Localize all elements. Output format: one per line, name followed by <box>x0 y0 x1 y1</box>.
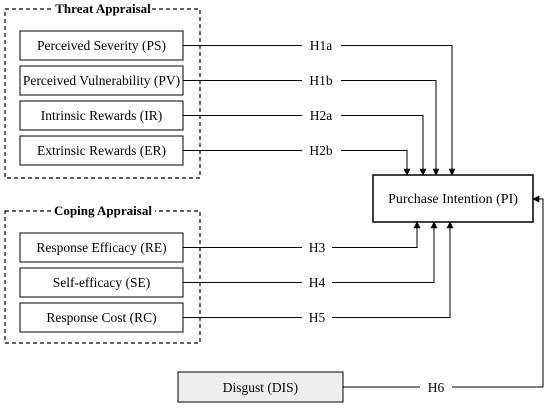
h3-label: H3 <box>309 240 326 255</box>
h2b-label: H2b <box>309 143 332 158</box>
edge-h2b <box>183 150 407 176</box>
node-se <box>19 267 184 298</box>
node-se-label: Self-efficacy (SE) <box>53 275 151 290</box>
coping-appraisal-title: Coping Appraisal <box>54 203 152 218</box>
node-dis-label: Disgust (DIS) <box>223 380 298 395</box>
node-ir-label: Intrinsic Rewards (IR) <box>41 108 162 123</box>
edge-h1b <box>183 80 436 176</box>
coping-appraisal-frame <box>4 210 201 344</box>
h1a-label: H1a <box>310 38 333 53</box>
edge-h4 <box>183 222 434 283</box>
h4-label: H4 <box>309 275 326 290</box>
h2a-label: H2a <box>310 108 333 123</box>
node-pv-label: Perceived Vulnerability (PV) <box>23 73 180 88</box>
threat-appraisal-group: Threat Appraisal Perceived Severity (PS)… <box>4 1 201 179</box>
node-pi-label: Purchase Intention (PI) <box>388 192 518 207</box>
edge-h2a <box>183 115 423 176</box>
node-ps-label: Perceived Severity (PS) <box>37 38 166 53</box>
edge-h5 <box>183 222 450 318</box>
edge-h6 <box>343 199 544 388</box>
edge-h3 <box>183 222 417 248</box>
h6-label: H6 <box>428 380 445 395</box>
edge-h1a <box>183 45 452 176</box>
coping-appraisal-group: Coping Appraisal Response Efficacy (RE) … <box>4 203 201 344</box>
node-re-label: Response Efficacy (RE) <box>36 240 166 255</box>
threat-appraisal-title: Threat Appraisal <box>55 1 151 16</box>
node-rc-label: Response Cost (RC) <box>46 310 156 325</box>
h5-label: H5 <box>309 310 326 325</box>
node-pv <box>19 65 184 96</box>
node-er-label: Extrinsic Rewards (ER) <box>37 143 166 158</box>
node-pi <box>372 174 534 223</box>
h1b-label: H1b <box>309 73 332 88</box>
